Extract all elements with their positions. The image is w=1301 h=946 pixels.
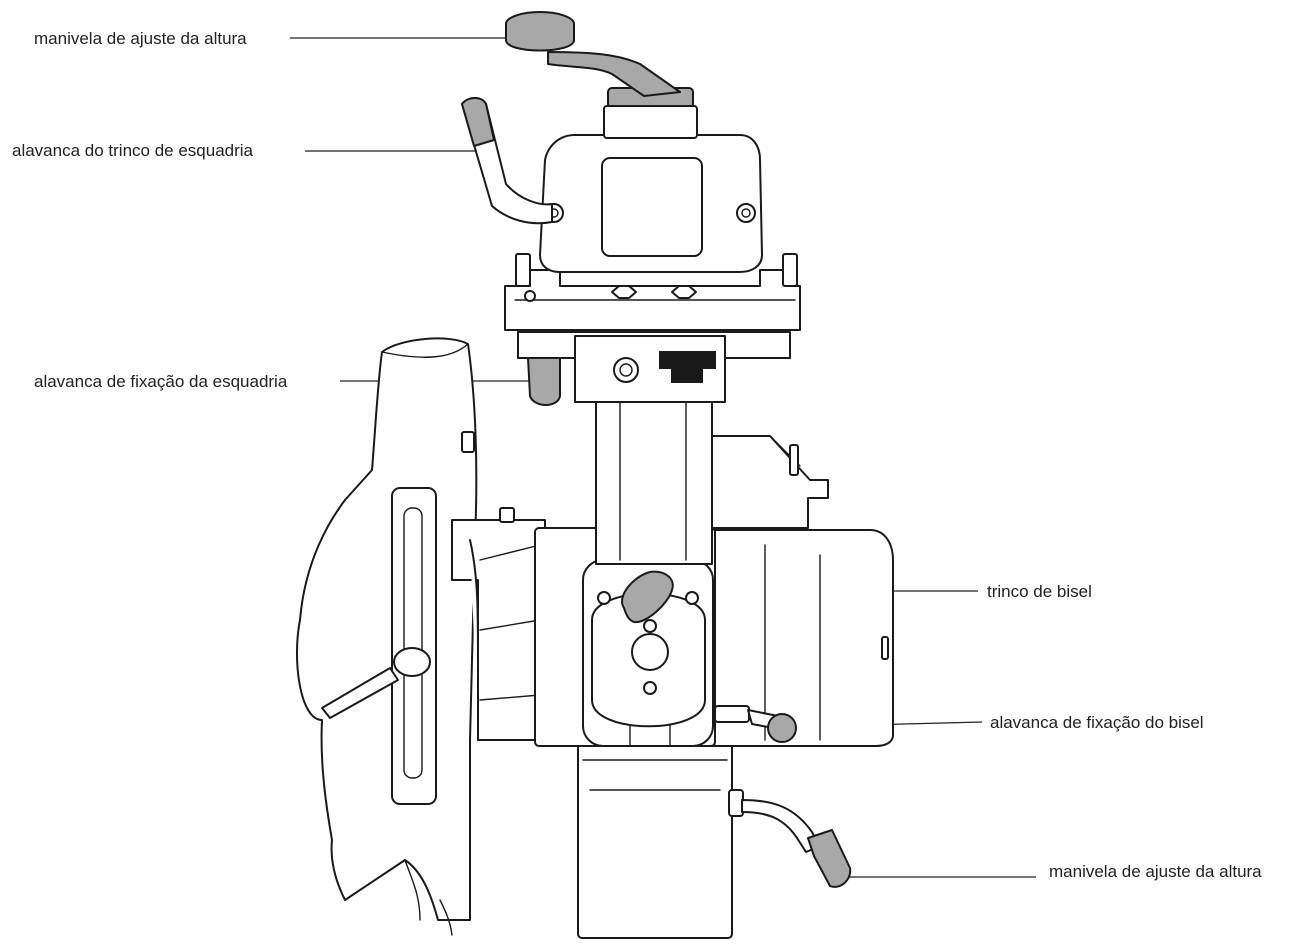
- height-crank-bottom: [728, 789, 852, 888]
- turret-housing: [539, 134, 763, 273]
- upper-column: [595, 391, 713, 565]
- motor-bracket: [711, 435, 829, 529]
- blade-guard: [295, 337, 478, 936]
- turret-base: [504, 253, 801, 331]
- callout-height-crank-top: manivela de ajuste da altura: [34, 29, 540, 48]
- label-height-crank-top: manivela de ajuste da altura: [34, 29, 247, 48]
- label-miter-lock-lever: alavanca de fixação da esquadria: [34, 372, 288, 391]
- carriage-block: [517, 331, 791, 403]
- bevel-lock-lever: [714, 705, 797, 743]
- height-crank-top: [505, 11, 698, 139]
- miter-latch-lever: [461, 97, 553, 225]
- motor-housing: [699, 529, 894, 747]
- callout-miter-latch-lever: alavanca do trinco de esquadria: [12, 141, 484, 160]
- bevel-latch-knob: [621, 570, 674, 624]
- miter-lock-lever: [527, 357, 561, 406]
- label-miter-latch-lever: alavanca do trinco de esquadria: [12, 141, 254, 160]
- guard-knob: [321, 647, 431, 719]
- label-bevel-lock-lever: alavanca de fixação do bisel: [990, 713, 1204, 732]
- label-bevel-latch: trinco de bisel: [987, 582, 1092, 601]
- lower-column: [577, 741, 733, 939]
- callout-height-crank-bottom: manivela de ajuste da altura: [846, 862, 1262, 881]
- label-height-crank-bottom: manivela de ajuste da altura: [1049, 862, 1262, 881]
